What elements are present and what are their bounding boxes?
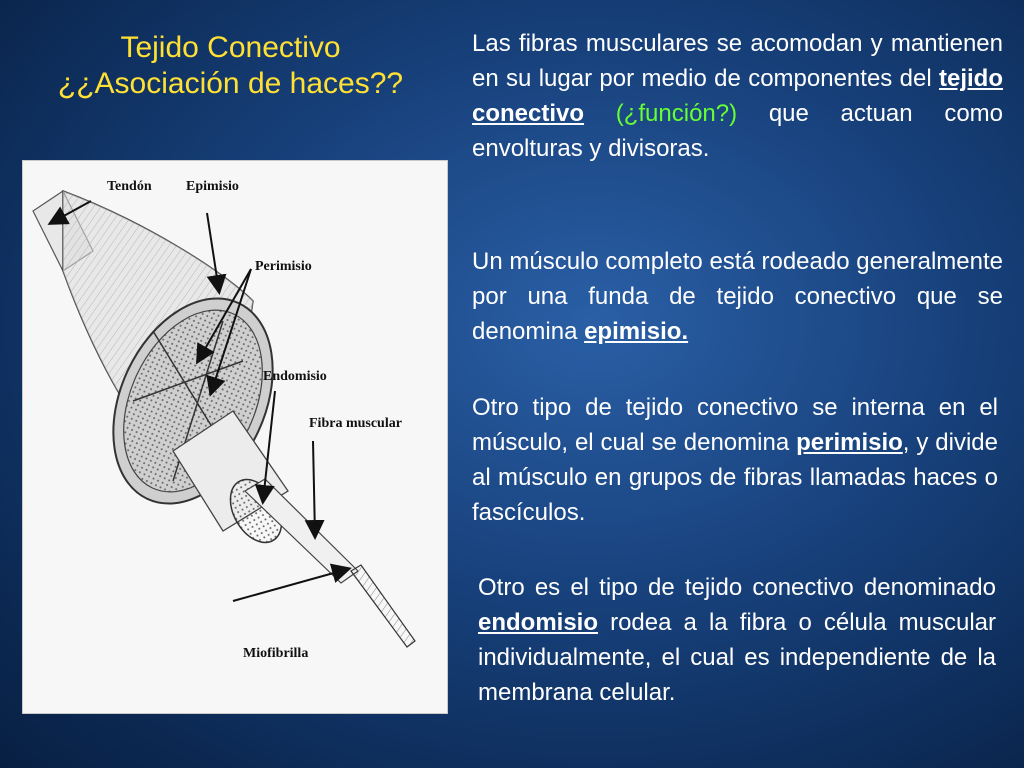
label-epimisio: Epimisio: [186, 179, 239, 194]
slide-title: Tejido Conectivo ¿¿Asociación de haces??: [8, 30, 453, 102]
term-epimisio: epimisio.: [584, 318, 689, 345]
paragraph-perimisio: Otro tipo de tejido conectivo se interna…: [472, 390, 998, 530]
muscle-illustration: [32, 189, 416, 648]
funcion-question: (¿función?): [615, 100, 738, 127]
term-perimisio: perimisio: [796, 429, 903, 456]
term-endomisio: endomisio: [478, 609, 599, 636]
term-tejido-conectivo: tejido conectivo: [472, 65, 1003, 127]
label-miofibrilla: Miofibrilla: [243, 646, 309, 661]
p3-text-a: Otro tipo de tejido conectivo se interna…: [472, 394, 998, 456]
myofibril: [350, 564, 416, 648]
label-perimisio: Perimisio: [255, 259, 312, 274]
p1-text-e: que actuan como envolturas y divisoras.: [472, 100, 1003, 162]
label-endomisio: Endomisio: [263, 369, 327, 384]
muscle-diagram: Tendón Epimisio Perimisio Endomisio Fibr…: [22, 160, 448, 714]
p1-text-a: Las fibras musculares se acomodan y mant…: [472, 30, 1003, 92]
label-fibra-muscular: Fibra muscular: [309, 416, 402, 431]
label-tendon: Tendón: [107, 179, 152, 194]
paragraph-epimisio: Un músculo completo está rodeado general…: [472, 244, 1003, 349]
p4-text-c: rodea a la fibra o célula muscular indiv…: [478, 609, 996, 706]
title-line-2: ¿¿Asociación de haces??: [57, 67, 404, 100]
paragraph-endomisio: Otro es el tipo de tejido conectivo deno…: [478, 570, 996, 710]
p1-space: [584, 100, 616, 127]
p3-text-c: , y divide al músculo en grupos de fibra…: [472, 429, 999, 526]
p4-text-a: Otro es el tipo de tejido conectivo deno…: [478, 574, 996, 601]
paragraph-tejido-conectivo: Las fibras musculares se acomodan y mant…: [472, 26, 1003, 166]
title-line-1: Tejido Conectivo: [120, 31, 341, 64]
p2-text-a: Un músculo completo está rodeado general…: [472, 248, 1003, 345]
